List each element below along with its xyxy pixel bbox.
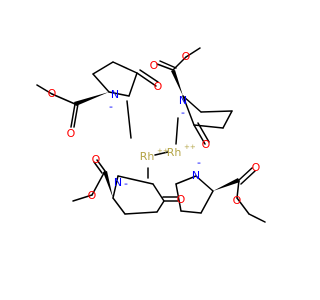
ligand-top-right bbox=[156, 47, 233, 145]
metal-core bbox=[154, 151, 169, 156]
nitrogen-atom-a: N bbox=[111, 88, 119, 101]
ligand-bottom-right bbox=[175, 167, 266, 223]
oxygen-atom-a-ester: O bbox=[48, 87, 57, 100]
ligand-bottom-left bbox=[72, 159, 179, 215]
oxygen-atom-b-ketone: O bbox=[202, 138, 211, 151]
oxygen-atom-a-ketone: O bbox=[154, 80, 163, 93]
oxygen-atom-d-ester: O bbox=[233, 194, 242, 207]
nitrogen-charge-a: - bbox=[109, 100, 113, 113]
rhodium-atom-right: Rh bbox=[167, 146, 182, 159]
ligand-top-left bbox=[36, 61, 159, 139]
nitrogen-atom-b: N bbox=[179, 94, 187, 107]
structure-diagram: N - O O O N - O O O N - O O O N - O O Rh… bbox=[36, 47, 266, 223]
rhodium-charge-left: ++ bbox=[157, 147, 169, 155]
oxygen-atom-a-carbonyl: O bbox=[67, 127, 76, 140]
oxygen-atom-b-ester: O bbox=[182, 50, 191, 63]
nitrogen-atom-d: N bbox=[192, 169, 200, 182]
oxygen-atom-d-carbonyl: O bbox=[252, 161, 261, 174]
oxygen-atom-c-ketone: O bbox=[177, 193, 186, 206]
oxygen-atom-c-carbonyl: O bbox=[92, 153, 101, 166]
rhodium-charge-right: ++ bbox=[184, 143, 196, 151]
nitrogen-charge-c: - bbox=[124, 177, 128, 190]
oxygen-atom-b-carbonyl: O bbox=[150, 59, 159, 72]
rhodium-atom-left: Rh bbox=[140, 150, 155, 163]
nitrogen-charge-d: - bbox=[197, 156, 201, 169]
nitrogen-charge-b: - bbox=[181, 106, 185, 119]
oxygen-atom-c-ester: O bbox=[88, 189, 97, 202]
nitrogen-atom-c: N bbox=[114, 176, 122, 189]
molecule-svg: N - O O O N - O O O N - O O O N - O O Rh… bbox=[36, 47, 266, 223]
